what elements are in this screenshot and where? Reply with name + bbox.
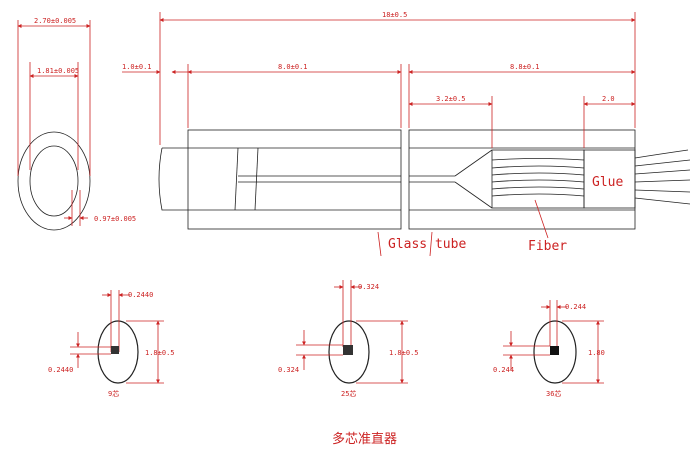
sec25-side: 0.324 <box>278 366 299 374</box>
dim-inner-diameter: 1.81±0.005 <box>37 67 79 75</box>
sec36-pitch: 0.244 <box>565 303 586 311</box>
end-view: 2.70±0.005 1.81±0.005 0.97±0.005 <box>17 17 136 231</box>
dim-left-end: 1.0±0.1 <box>122 63 152 71</box>
outer-ring <box>17 131 91 231</box>
glue-block <box>583 149 636 209</box>
inner-ring <box>29 145 79 217</box>
cross-section-25: 0.324 0.324 1.8±0.5 25芯 <box>278 280 419 398</box>
sec9-side: 0.2440 <box>48 366 73 374</box>
sec25-core-array <box>343 345 353 355</box>
cross-section-36: 0.244 0.244 1.80 36芯 <box>493 300 605 398</box>
sec36-side: 0.244 <box>493 366 514 374</box>
dim-fan-length: 3.2±0.5 <box>436 95 466 103</box>
label-fiber: Fiber <box>528 239 567 254</box>
sec9-core-array <box>111 346 119 354</box>
ferrule-end <box>158 147 188 211</box>
fiber-tails <box>634 149 691 205</box>
glass-tube-left <box>187 129 402 230</box>
sec25-count: 25芯 <box>341 389 356 398</box>
label-glass-tube: Glass tube <box>388 237 466 252</box>
fiber-bundle <box>491 158 585 197</box>
sec25-height: 1.8±0.5 <box>389 349 419 357</box>
cross-section-9: 0.2440 0.2440 1.8±0.5 9芯 <box>48 290 175 398</box>
sec36-count: 36芯 <box>546 389 561 398</box>
sec9-height: 1.8±0.5 <box>145 349 175 357</box>
sec36-height: 1.80 <box>588 349 605 357</box>
label-glue: Glue <box>592 175 623 190</box>
dim-outer-diameter: 2.70±0.005 <box>34 17 76 25</box>
dim-glue-length: 2.0 <box>602 95 615 103</box>
diagram-title: 多芯准直器 <box>332 431 397 447</box>
sec9-count: 9芯 <box>108 389 119 398</box>
dim-wall: 0.97±0.005 <box>94 215 136 223</box>
side-view: Glue 18±0.5 1.0±0.1 8.0±0.1 8.8±0.1 <box>122 11 691 257</box>
sec25-pitch: 0.324 <box>358 283 379 291</box>
dim-right-section: 8.8±0.1 <box>510 63 540 71</box>
dim-left-section: 8.0±0.1 <box>278 63 308 71</box>
dim-total-length: 18±0.5 <box>382 11 407 19</box>
sec36-core-array <box>550 346 559 355</box>
sec9-pitch: 0.2440 <box>128 291 153 299</box>
